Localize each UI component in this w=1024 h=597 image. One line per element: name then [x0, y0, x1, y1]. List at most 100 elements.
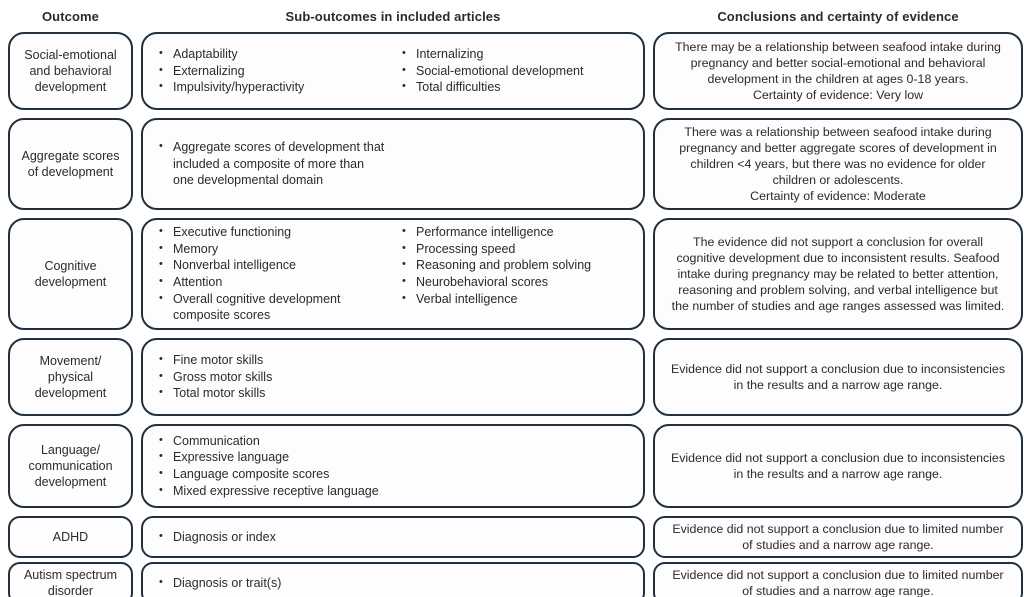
bullet-icon: • [159, 386, 163, 399]
bullet-item: • Executive functioning [149, 224, 392, 241]
outcome-box: ADHD [8, 516, 133, 559]
bullet-item: •Internalizing [392, 46, 635, 63]
conclusion-box: The evidence did not support a conclusio… [653, 218, 1023, 330]
bullet-item: •Gross motor skills [149, 369, 392, 386]
bullet-icon: • [159, 575, 163, 588]
bullet-item: •Adaptability [149, 46, 392, 63]
bullet-label: Nonverbal intelligence [173, 258, 296, 273]
conclusion-box: Evidence did not support a conclusion du… [653, 338, 1023, 416]
bullet-item: • Neurobehavioral scores [392, 274, 635, 291]
bullet-label: Diagnosis or index [173, 529, 276, 544]
bullet-label: Gross motor skills [173, 369, 273, 384]
bullet-icon: • [159, 291, 163, 304]
sub-outcome-columns: •Aggregate scores of development that in… [149, 139, 635, 189]
outcome-box: Movement/ physical development [8, 338, 133, 416]
conclusion-text: Evidence did not support a conclusion du… [670, 450, 1006, 481]
bullet-item: • Social-emotional development [392, 63, 635, 80]
conclusion-box: There was a relationship between seafood… [653, 118, 1023, 210]
bullet-icon: • [402, 241, 406, 254]
bullet-icon: • [402, 258, 406, 271]
bullet-item: • Processing speed [392, 241, 635, 258]
bullet-label: Social-emotional development [416, 63, 584, 78]
sub-outcome-list: •Fine motor skills•Gross motor skills•To… [149, 352, 392, 402]
column-headers: Outcome Sub-outcomes in included article… [8, 5, 1023, 27]
bullet-icon: • [402, 47, 406, 60]
bullet-item: •Externalizing [149, 63, 392, 80]
bullet-item: • Performance intelligence [392, 224, 635, 241]
bullet-item: •Fine motor skills [149, 352, 392, 369]
conclusion-box: There may be a relationship between seaf… [653, 32, 1023, 110]
bullet-icon: • [159, 467, 163, 479]
outcome-label: Aggregate scores of development [21, 148, 120, 179]
bullet-label: Diagnosis or trait(s) [173, 575, 282, 590]
bullet-label: Processing speed [416, 241, 516, 256]
bullet-icon: • [159, 353, 163, 366]
conclusion-text: There was a relationship between seafood… [679, 124, 997, 188]
header-sub-outcomes: Sub-outcomes in included articles [285, 8, 501, 24]
bullet-icon: • [402, 275, 406, 287]
bullet-item: • Nonverbal intelligence [149, 257, 392, 274]
bullet-label: Memory [173, 241, 219, 256]
bullet-item: • Diagnosis or index [149, 529, 392, 546]
bullet-label: Impulsivity/hyperactivity [173, 80, 305, 95]
conclusion-text: The evidence did not support a conclusio… [671, 234, 1005, 314]
conclusion-box: Evidence did not support a conclusion du… [653, 424, 1023, 508]
bullet-item: •Memory [149, 241, 392, 258]
outcome-box: Cognitive development [8, 218, 133, 330]
bullet-label: Adaptability [173, 47, 238, 62]
bullet-label: Expressive language [173, 450, 290, 465]
outcome-label: Autism spectrum disorder [23, 568, 118, 597]
bullet-icon: • [402, 63, 406, 76]
bullet-label: Total motor skills [173, 386, 266, 401]
bullet-item: •Expressive language [149, 449, 392, 466]
outcome-label: Social-emotional and behavioral developm… [24, 47, 117, 95]
bullet-icon: • [159, 225, 163, 238]
bullet-label: Executive functioning [173, 225, 292, 240]
table-row: Autism spectrum disorder • Diagnosis or t… [8, 562, 1023, 597]
header-conclusions: Conclusions and certainty of evidence [717, 8, 959, 24]
conclusion-text: Evidence did not support a conclusion du… [670, 361, 1006, 392]
bullet-label: Attention [173, 275, 223, 289]
table-row: Language/ communication development •Com… [8, 424, 1023, 508]
bullet-item: •Language composite scores [149, 466, 392, 483]
sub-outcome-columns: • Diagnosis or index [149, 529, 635, 546]
bullet-icon: • [402, 291, 406, 304]
bullet-item: •Aggregate scores of development that in… [149, 139, 392, 189]
bullet-item: •Overall cognitive development composite… [149, 291, 392, 324]
bullet-icon: • [159, 529, 163, 542]
header-outcome: Outcome [41, 8, 100, 24]
sub-outcomes-box: •Aggregate scores of development that in… [141, 118, 645, 210]
sub-outcome-list: •Aggregate scores of development that in… [149, 139, 392, 189]
bullet-icon: • [159, 63, 163, 76]
bullet-icon: • [159, 258, 163, 271]
outcome-label: ADHD [52, 530, 89, 544]
conclusion-text: Evidence did not support a conclusion du… [672, 522, 1004, 553]
bullet-item: •Impulsivity/hyperactivity [149, 79, 392, 96]
sub-outcome-list: • Diagnosis or index [149, 529, 392, 546]
sub-outcome-columns: • Diagnosis or trait(s) [149, 575, 635, 592]
bullet-item: •Total difficulties [392, 79, 635, 96]
bullet-label: Aggregate scores of development that inc… [173, 140, 385, 188]
outcome-box: Aggregate scores of development [8, 118, 133, 210]
bullet-item: •Verbal intelligence [392, 291, 635, 308]
bullet-label: Total difficulties [416, 80, 501, 95]
bullet-icon: • [402, 225, 406, 238]
bullet-item: • Communication [149, 433, 392, 450]
sub-outcome-list: • Diagnosis or trait(s) [149, 575, 392, 592]
sub-outcomes-box: • Diagnosis or trait(s) [141, 562, 645, 597]
sub-outcome-list: •Communication•Expressive language•Langu… [149, 433, 392, 500]
sub-outcome-columns: •Executive functioning•Memory•Nonverbal … [149, 224, 635, 324]
bullet-label: Communication [173, 433, 260, 448]
bullet-label: Neurobehavioral scores [416, 275, 549, 289]
sub-outcome-columns: •Communication•Expressive language•Langu… [149, 433, 635, 500]
diagram-rows: Social-emotional and behavioral developm… [8, 32, 1023, 597]
bullet-icon: • [159, 275, 163, 287]
bullet-label: Performance intelligence [416, 225, 554, 240]
outcome-label: Cognitive development [34, 258, 107, 289]
bullet-label: Reasoning and problem solving [416, 258, 592, 273]
sub-outcomes-box: •Adaptability•Externalizing•Impulsivity/… [141, 32, 645, 110]
bullet-item: • Total motor skills [149, 385, 392, 402]
bullet-icon: • [159, 433, 163, 446]
sub-outcome-list: • Performance intelligence • Processing spe… [392, 224, 635, 307]
